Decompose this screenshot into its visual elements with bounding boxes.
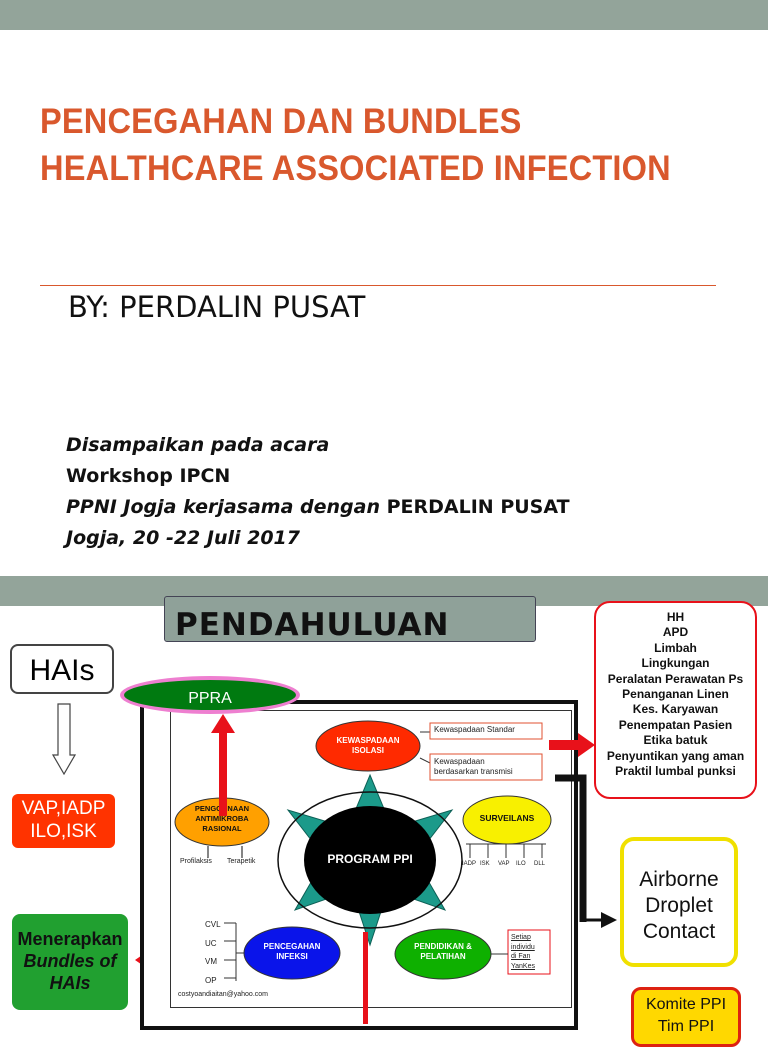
hh-item: Penanganan Linen xyxy=(622,687,729,702)
pencegahan-items: CVL UC VM OP xyxy=(205,916,221,990)
hh-item: Kes. Karyawan xyxy=(632,702,719,717)
penggunaan-label-3: RASIONAL xyxy=(202,824,242,833)
pendidikan-label: PENDIDIKAN & PELATIHAN xyxy=(395,942,491,962)
red-line-down xyxy=(363,932,368,1024)
surv-item-vap: VAP xyxy=(498,861,510,867)
setiap-label-1: Setiap xyxy=(511,934,531,941)
terapetik-label: Terapetik xyxy=(227,858,256,865)
air-line2: Droplet xyxy=(645,894,713,917)
setiap-label-4: YanKes xyxy=(511,962,535,970)
slide2-heading: PENDAHULUAN xyxy=(164,596,536,643)
air-line1: Airborne xyxy=(639,868,719,891)
transmission-box: Airborne Droplet Contact xyxy=(620,837,738,967)
pencegahan-label: PENCEGAHAN INFEKSI xyxy=(244,942,340,962)
down-arrow-icon xyxy=(52,703,76,775)
connector-arrow-icon xyxy=(555,774,617,928)
menerapkan-box: Menerapkan Bundles of HAIs xyxy=(12,914,128,1010)
hh-item: HH xyxy=(666,610,685,624)
info-line3: PPNI Jogja kerjasama dengan PERDALIN PUS… xyxy=(66,492,570,523)
hh-item: APD xyxy=(662,625,689,640)
vap-line1: VAP,IADP xyxy=(21,798,106,819)
slide1-title-line1: PENCEGAHAN DAN BUNDLES xyxy=(40,102,522,141)
pencegahan-item-vm: VM xyxy=(205,957,217,966)
pencegahan-item-uc: UC xyxy=(205,938,217,948)
hh-item: Penyuntikan yang aman xyxy=(606,748,745,763)
pencegahan-label-1: PENCEGAHAN xyxy=(263,942,321,951)
info-line3-b: PERDALIN PUSAT xyxy=(386,496,570,518)
surveilans-items: IADP ISK VAP ILO DLL xyxy=(462,861,582,867)
hh-item: Praktil lumbal punksi xyxy=(615,764,736,779)
kw-transmisi-box xyxy=(429,753,543,781)
surv-item-isk: ISK xyxy=(480,861,490,867)
hh-item: Lingkungan xyxy=(641,656,710,671)
byline: BY: PERDALIN PUSAT xyxy=(68,290,366,324)
surveilans-label: SURVEILANS xyxy=(479,813,535,823)
kewaspadaan-label: KEWASPADAAN ISOLASI xyxy=(318,736,418,756)
menerapkan-line3: HAIs xyxy=(49,973,91,993)
penggunaan-label-2: ANTIMIKROBA xyxy=(195,814,249,823)
kewaspadaan-label-1: KEWASPADAAN xyxy=(336,736,400,745)
kw-transmisi-label: Kewaspadaan berdasarkan transmisi xyxy=(434,757,513,777)
vap-box: VAP,IADP ILO,ISK xyxy=(12,794,115,848)
setiap-label-2: individu xyxy=(511,943,535,951)
surv-item-iadp: IADP xyxy=(462,861,477,867)
kewaspadaan-label-2: ISOLASI xyxy=(351,746,384,755)
setiap-box xyxy=(507,929,551,975)
event-info: Disampaikan pada acara Workshop IPCN PPN… xyxy=(66,430,570,554)
hh-item: Penempatan Pasien xyxy=(618,717,733,732)
kw-transmisi-label-2: berdasarkan transmisi xyxy=(434,767,513,776)
ppra-ellipse: PPRA xyxy=(120,676,300,714)
profilaksis-label: Profilaksis xyxy=(180,858,212,865)
hh-list-box: HH APD Limbah Lingkungan Peralatan Peraw… xyxy=(594,601,757,799)
info-line2: Workshop IPCN xyxy=(66,465,231,487)
pencegahan-label-2: INFEKSI xyxy=(276,952,308,961)
kw-transmisi-label-1: Kewaspadaan xyxy=(434,757,485,766)
center-ellipse xyxy=(304,806,436,914)
info-line3-a: PPNI Jogja kerjasama dengan xyxy=(66,496,387,518)
vap-line2: ILO,ISK xyxy=(30,821,97,842)
air-line3: Contact xyxy=(642,920,716,943)
komite-line1: Komite PPI xyxy=(645,996,727,1013)
surv-item-ilo: ILO xyxy=(516,861,526,867)
red-arrow-up-icon xyxy=(211,714,235,816)
center-label: PROGRAM PPI xyxy=(327,852,413,866)
pendidikan-label-1: PENDIDIKAN & xyxy=(414,942,472,951)
komite-box: Komite PPI Tim PPI xyxy=(631,987,741,1047)
slide1-title: PENCEGAHAN DAN BUNDLES HEALTHCARE ASSOCI… xyxy=(40,98,710,192)
komite-line2: Tim PPI xyxy=(657,1018,715,1035)
slide1-top-bar xyxy=(0,0,768,30)
surv-item-dll: DLL xyxy=(534,861,546,867)
red-arrow-right-icon xyxy=(549,733,595,757)
title-divider xyxy=(40,285,716,286)
slide1-title-line2: HEALTHCARE ASSOCIATED INFECTION xyxy=(40,149,671,188)
kewaspadaan-ellipse xyxy=(315,720,421,772)
hh-item: Limbah xyxy=(654,640,697,655)
center-outline xyxy=(277,791,463,929)
menerapkan-line1: Menerapkan xyxy=(17,929,123,949)
hais-box: HAIs xyxy=(10,644,114,694)
menerapkan-line2: Bundles of xyxy=(23,951,117,971)
setiap-label-3: di Fan xyxy=(511,953,531,960)
email-label: costyoandiaitan@yahoo.com xyxy=(178,991,268,998)
info-line4: Jogja, 20 -22 Juli 2017 xyxy=(66,527,301,549)
kw-standar-box xyxy=(429,722,543,740)
hh-item: Peralatan Perawatan Ps xyxy=(607,671,744,686)
kw-standar-label: Kewaspadaan Standar xyxy=(434,725,515,734)
pencegahan-item-op: OP xyxy=(205,975,217,985)
pencegahan-item-cvl: CVL xyxy=(205,920,221,929)
setiap-label: Setiap individu di Fan YanKes xyxy=(511,933,535,971)
info-line1: Disampaikan pada acara xyxy=(66,434,330,456)
pendidikan-label-2: PELATIHAN xyxy=(420,952,466,961)
program-ppi-diagram xyxy=(174,720,552,981)
hh-item: Etika batuk xyxy=(643,733,708,748)
